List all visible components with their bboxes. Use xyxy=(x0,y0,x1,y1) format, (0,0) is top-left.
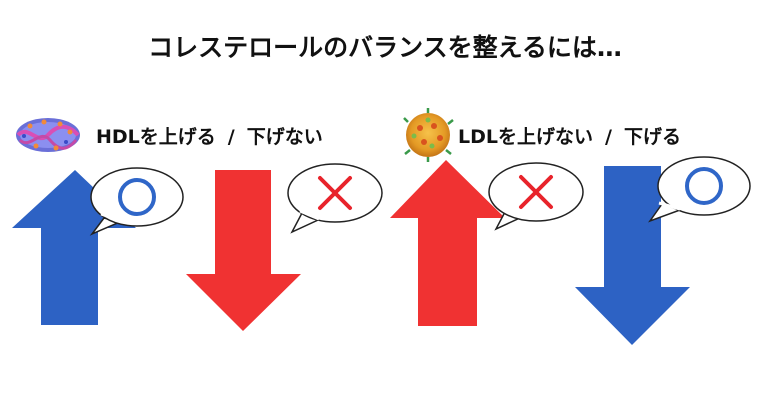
hdl-lower-text: 下げない xyxy=(246,126,323,148)
hdl-label: HDLを上げる / 下げない xyxy=(96,122,323,149)
ldl-up-speech-bubble xyxy=(488,162,584,231)
hdl-down-speech-bubble xyxy=(287,163,383,234)
circle-icon xyxy=(685,167,723,205)
hdl-up-speech-bubble xyxy=(89,167,184,236)
page-title: コレステロールのバランスを整えるには… xyxy=(148,33,622,62)
ldl-down-speech-bubble xyxy=(648,156,751,223)
ldl-particle-icon xyxy=(403,108,454,162)
ldl-lower-text: 下げる xyxy=(623,126,681,148)
cross-icon xyxy=(318,176,352,210)
hdl-down-arrow xyxy=(186,170,301,331)
hdl-raise-text: HDLを上げる xyxy=(96,126,216,148)
ldl-up-arrow xyxy=(390,160,505,326)
ldl-raise-text: LDLを上げない xyxy=(458,126,593,148)
hdl-separator: / xyxy=(227,126,235,148)
hdl-particle-icon xyxy=(16,118,80,152)
ldl-label: LDLを上げない / 下げる xyxy=(458,122,681,149)
ldl-down-arrow xyxy=(575,166,690,345)
circle-icon xyxy=(118,178,156,216)
ldl-separator: / xyxy=(605,126,612,148)
cross-icon xyxy=(519,175,553,209)
